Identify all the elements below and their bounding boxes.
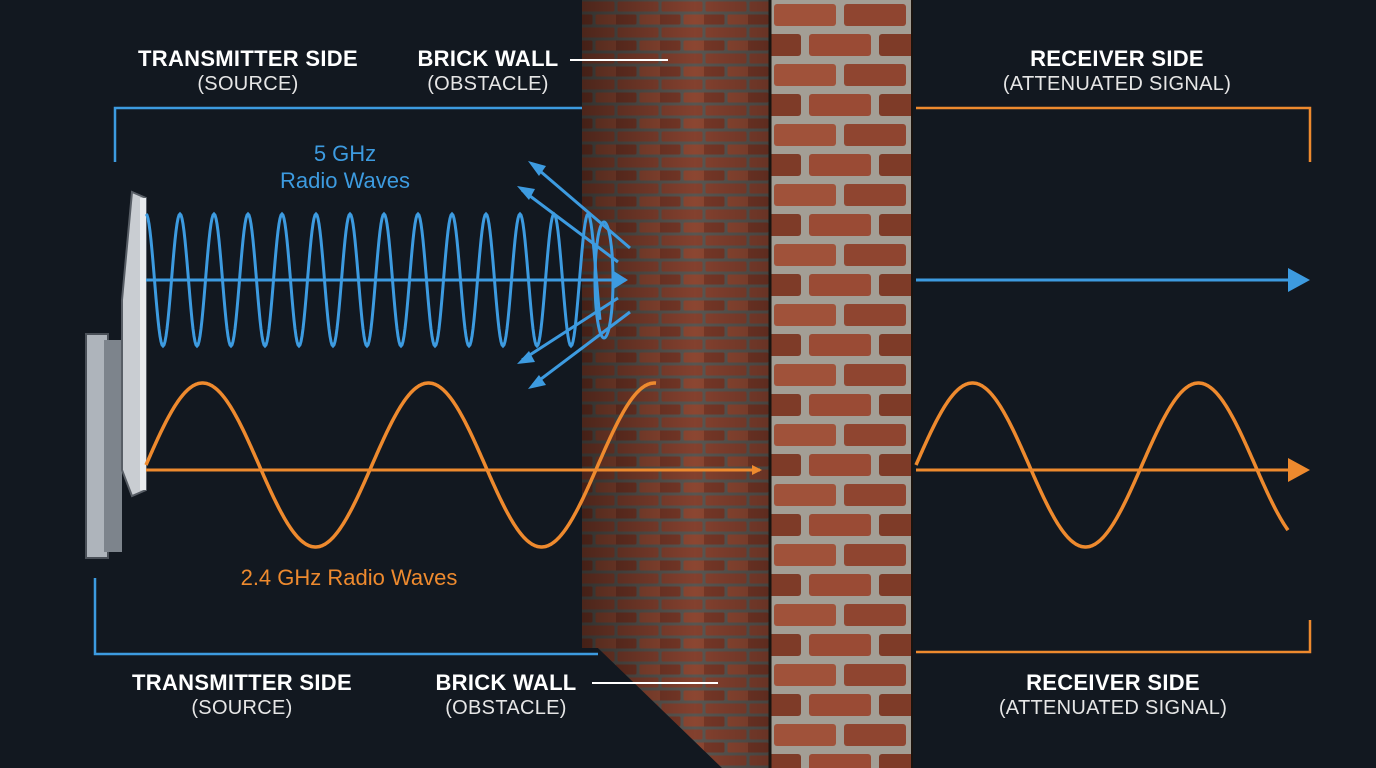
wall-top-subtitle: (OBSTACLE) xyxy=(427,73,549,95)
receiver-top-subtitle: (ATTENUATED SIGNAL) xyxy=(1002,73,1232,95)
reflection-arrow-head-1 xyxy=(528,161,546,176)
brick-wall-icon xyxy=(582,0,913,768)
five-ghz-label: 5 GHz Radio Waves xyxy=(250,140,440,194)
orange-beam-received-head xyxy=(1288,458,1310,482)
orange-wave-received xyxy=(914,381,1290,549)
wall-bottom-subtitle: (OBSTACLE) xyxy=(445,697,567,719)
wall-top-label: BRICK WALL (OBSTACLE) xyxy=(398,46,578,96)
blue-wave-transmit xyxy=(144,211,602,349)
reflection-arrow-2 xyxy=(521,188,619,264)
transmitter-bottom-title: TRANSMITTER SIDE xyxy=(132,670,352,695)
reflection-arrow-head-2 xyxy=(517,186,535,200)
reflection-arrow-head-4 xyxy=(528,375,546,389)
transmitter-top-label: TRANSMITTER SIDE (SOURCE) xyxy=(98,46,398,96)
antenna-icon xyxy=(85,190,147,559)
blue-beam-received-head xyxy=(1288,268,1310,292)
transmitter-top-title: TRANSMITTER SIDE xyxy=(138,46,358,71)
transmitter-top-subtitle: (SOURCE) xyxy=(197,73,299,95)
wall-top-title: BRICK WALL xyxy=(417,46,559,71)
wall-bottom-title: BRICK WALL xyxy=(435,670,577,695)
receiver-bottom-label: RECEIVER SIDE (ATTENUATED SIGNAL) xyxy=(960,670,1266,720)
wall-bottom-label: BRICK WALL (OBSTACLE) xyxy=(416,670,596,720)
receiver-top-bracket xyxy=(916,106,1312,162)
receiver-bottom-subtitle: (ATTENUATED SIGNAL) xyxy=(998,697,1228,719)
transmitter-bottom-bracket xyxy=(93,578,598,656)
transmitter-bottom-label: TRANSMITTER SIDE (SOURCE) xyxy=(92,670,392,720)
two-four-ghz-label: 2.4 GHz Radio Waves xyxy=(240,565,458,590)
orange-wave-transmit xyxy=(144,381,657,549)
receiver-top-label: RECEIVER SIDE (ATTENUATED SIGNAL) xyxy=(976,46,1258,96)
five-ghz-label-line1: 5 GHz xyxy=(313,141,377,166)
wall-front-face xyxy=(770,0,912,768)
reflection-arrow-3 xyxy=(521,296,619,362)
blue-beam-head xyxy=(612,270,628,290)
transmitter-top-bracket xyxy=(113,106,582,162)
receiver-bottom-bracket xyxy=(916,620,1312,654)
reflection-arrow-head-3 xyxy=(517,351,535,364)
receiver-top-title: RECEIVER SIDE xyxy=(1030,46,1204,71)
reflection-arrow-1 xyxy=(532,163,631,250)
receiver-bottom-title: RECEIVER SIDE xyxy=(1026,670,1200,695)
reflection-arrows xyxy=(521,163,631,387)
five-ghz-label-line2: Radio Waves xyxy=(279,168,410,193)
reflection-arrow-4 xyxy=(532,310,631,387)
transmitter-bottom-subtitle: (SOURCE) xyxy=(191,697,293,719)
